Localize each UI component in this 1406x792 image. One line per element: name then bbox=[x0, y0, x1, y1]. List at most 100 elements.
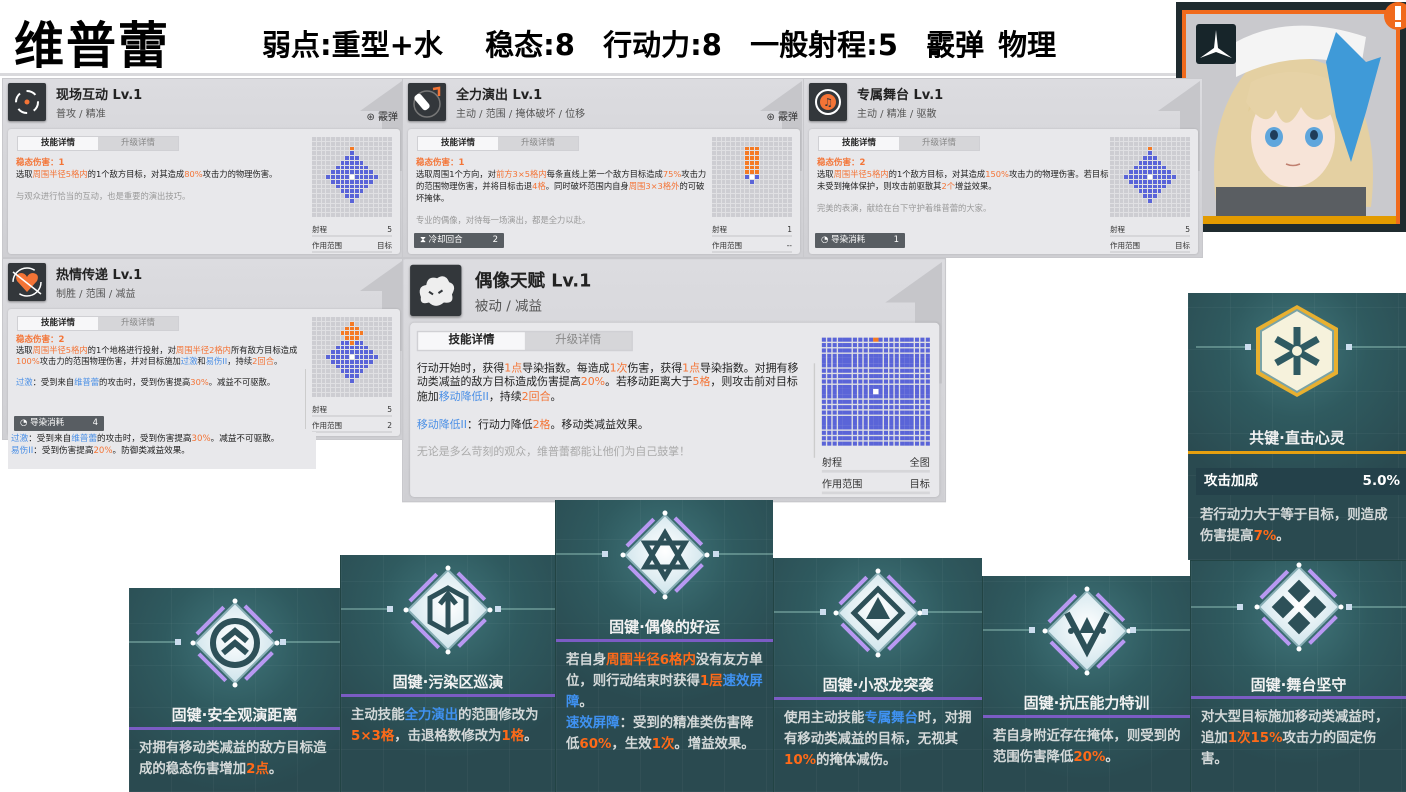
range-cell-reach bbox=[889, 337, 894, 343]
range-cell bbox=[335, 317, 340, 321]
range-cell bbox=[345, 388, 350, 393]
range-cell bbox=[1143, 213, 1148, 217]
range-cell-reach bbox=[920, 389, 925, 394]
key-card[interactable]: 固键·污染区巡演 主动技能全力演出的范围修改为5×3格，击退格数修改为1格。 bbox=[340, 555, 555, 792]
range-cell bbox=[316, 156, 321, 160]
streak-decoration bbox=[922, 609, 982, 615]
range-cell-area bbox=[750, 165, 754, 170]
range-cell bbox=[340, 146, 345, 151]
tab-upgrade-details[interactable]: 升级详情 bbox=[120, 138, 155, 148]
description-scrollbar[interactable] bbox=[305, 369, 306, 429]
range-cell bbox=[359, 321, 364, 326]
range-cell-reach bbox=[904, 363, 910, 368]
range-cell bbox=[1176, 141, 1181, 146]
range-cell bbox=[312, 340, 316, 345]
range-cell bbox=[1110, 170, 1114, 175]
skill-card: 现场互动 Lv.1 普攻 / 精准 ⊛ 霰弹 技能详情升级详情 稳态伤害：1 选… bbox=[2, 78, 405, 258]
range-cell bbox=[783, 175, 788, 179]
tab-upgrade-details[interactable]: 升级详情 bbox=[555, 333, 602, 348]
range-cell-reach bbox=[345, 350, 350, 355]
range-cell-reach bbox=[868, 441, 873, 446]
range-cell bbox=[383, 355, 388, 359]
range-cell-reach bbox=[920, 441, 925, 446]
range-cell bbox=[1186, 160, 1190, 165]
range-cell bbox=[316, 345, 321, 350]
range-cell-area bbox=[750, 170, 754, 175]
range-cell bbox=[1157, 208, 1162, 213]
range-cell-reach bbox=[821, 436, 827, 441]
range-cell bbox=[388, 151, 392, 156]
range-cell-reach bbox=[842, 358, 847, 363]
highlight-value: 10% bbox=[784, 753, 817, 768]
range-cell-reach bbox=[1129, 179, 1133, 184]
stat-label: 作用范围 bbox=[312, 241, 342, 250]
range-cell-reach bbox=[863, 353, 868, 358]
range-cell-reach bbox=[373, 175, 378, 179]
range-cell bbox=[1138, 203, 1143, 208]
range-cell-reach bbox=[1143, 179, 1148, 184]
range-cell bbox=[712, 213, 716, 217]
range-cell bbox=[1176, 175, 1181, 179]
range-cell bbox=[1167, 146, 1171, 151]
range-cell bbox=[1162, 141, 1167, 146]
range-cell-reach bbox=[1133, 179, 1138, 184]
tab-skill-details[interactable]: 技能详情 bbox=[819, 137, 899, 150]
range-cell bbox=[716, 165, 721, 170]
key-card[interactable]: 固键·偶像的好运 若自身周围半径6格内没有友方单位，则行动结束时获得1层速效屏障… bbox=[555, 500, 773, 792]
range-cell bbox=[712, 208, 716, 213]
range-cell-reach bbox=[340, 160, 345, 165]
key-title: 固键·污染区巡演 bbox=[392, 673, 504, 691]
range-cell bbox=[350, 383, 354, 388]
range-cell bbox=[1119, 194, 1124, 198]
range-cell bbox=[1119, 160, 1124, 165]
range-cell bbox=[364, 208, 369, 213]
tab-skill-details[interactable]: 技能详情 bbox=[418, 137, 498, 150]
range-cell bbox=[326, 378, 331, 383]
range-cell-area bbox=[754, 146, 759, 151]
range-cell-reach bbox=[340, 345, 345, 350]
description-scrollbar[interactable] bbox=[813, 363, 816, 458]
range-cell-reach bbox=[1152, 156, 1157, 160]
tab-upgrade-details[interactable]: 升级详情 bbox=[921, 138, 956, 148]
key-card[interactable]: 固键·舞台坚守 对大型目标施加移动类减益时，追加1次15%攻击力的固定伤害。 bbox=[1190, 560, 1406, 792]
range-cell bbox=[321, 151, 326, 156]
range-cell bbox=[788, 165, 792, 170]
range-cell-reach bbox=[909, 410, 915, 415]
range-cell bbox=[1171, 146, 1176, 151]
range-cell bbox=[745, 208, 750, 213]
range-cell-reach bbox=[842, 405, 847, 410]
key-card[interactable]: 固键·小恐龙突袭 使用主动技能专属舞台时，对拥有移动类减益的目标，无视其10%的… bbox=[773, 558, 982, 792]
range-cell-reach bbox=[1167, 170, 1171, 175]
range-cell-reach bbox=[915, 399, 920, 405]
range-cell-reach bbox=[858, 337, 863, 343]
highlight-value: 100% bbox=[16, 355, 40, 366]
range-cell bbox=[764, 175, 769, 179]
range-cell bbox=[740, 179, 745, 184]
skill-panel: 技能详情升级详情 稳态伤害：1 选取周围1个方向，对前方3×5格内每条直线上第一… bbox=[408, 129, 800, 254]
range-cell-reach bbox=[335, 364, 340, 369]
range-cell-reach bbox=[842, 441, 847, 446]
range-cell-reach bbox=[354, 160, 359, 165]
range-cell bbox=[383, 146, 388, 151]
range-cell bbox=[1181, 203, 1186, 208]
range-cell bbox=[731, 160, 735, 165]
range-cell bbox=[383, 208, 388, 213]
range-cell bbox=[1119, 175, 1124, 179]
key-card[interactable]: 固键·抗压能力特训 若自身附近存在掩体，则受到的范围伤害降低20%。 bbox=[982, 576, 1190, 792]
tab-upgrade-details[interactable]: 升级详情 bbox=[520, 138, 555, 148]
range-cell bbox=[769, 189, 773, 194]
range-cell bbox=[331, 198, 335, 203]
tab-skill-details[interactable]: 技能详情 bbox=[418, 332, 525, 350]
range-cell bbox=[731, 146, 735, 151]
tab-upgrade-details[interactable]: 升级详情 bbox=[120, 318, 155, 328]
tab-skill-details[interactable]: 技能详情 bbox=[18, 137, 98, 150]
range-cell-reach bbox=[894, 425, 899, 431]
range-cell bbox=[335, 321, 340, 326]
range-cell bbox=[378, 203, 383, 208]
range-cell-reach bbox=[909, 348, 915, 353]
key-card[interactable]: 固键·安全观演距离 对拥有移动类减益的敌方目标造成的稳态伤害增加2点。 bbox=[129, 588, 340, 792]
range-cell bbox=[378, 137, 383, 141]
range-cell bbox=[1167, 189, 1171, 194]
tab-skill-details[interactable]: 技能详情 bbox=[18, 317, 98, 330]
